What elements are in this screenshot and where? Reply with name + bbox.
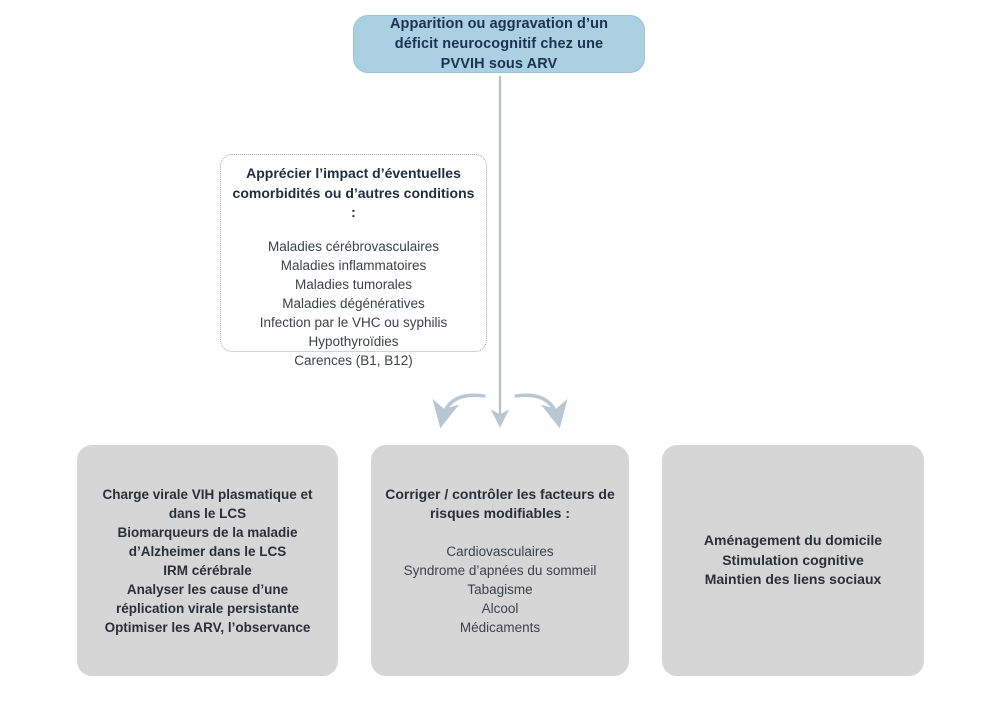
risk-factor-item: Médicaments (459, 619, 541, 635)
comorbidity-item: Maladies inflammatoires (280, 257, 427, 273)
workup-line: Optimiser les ARV, l’observance (104, 619, 311, 635)
workup-line: Analyser les cause d’une réplication vir… (115, 581, 300, 616)
comorbidity-item: Maladies cérébrovasculaires (267, 238, 440, 254)
comorbidity-item: Hypothyroïdies (308, 333, 399, 349)
psychosocial-line: Aménagement du domicile (703, 532, 883, 549)
workup-line: IRM cérébrale (163, 562, 252, 578)
node-virology-workup: Charge virale VIH plasmatique et dans le… (77, 445, 338, 676)
risk-factor-item: Tabagisme (467, 581, 533, 597)
node-psychosocial: Aménagement du domicile Stimulation cogn… (662, 445, 924, 676)
arrow-curve-left-icon (432, 393, 486, 429)
arrow-curve-right-icon (514, 393, 568, 429)
risk-factor-item: Syndrome d’apnées du sommeil (403, 562, 597, 578)
comorbidity-item: Carences (B1, B12) (294, 352, 413, 368)
top-node-text: Apparition ou aggravation d’un déficit n… (389, 16, 609, 72)
risk-factor-item: Alcool (481, 600, 519, 616)
comorbidities-header: Apprécier l’impact d’éventuelles comorbi… (232, 165, 475, 220)
workup-line: Charge virale VIH plasmatique et dans le… (102, 486, 313, 521)
comorbidities-node: Apprécier l’impact d’éventuelles comorbi… (220, 154, 487, 368)
risk-factor-item: Cardiovasculaires (446, 543, 554, 559)
psychosocial-line: Maintien des liens sociaux (704, 571, 882, 588)
psychosocial-line: Stimulation cognitive (722, 551, 864, 568)
comorbidity-item: Maladies dégénératives (282, 295, 425, 311)
comorbidity-item: Maladies tumorales (294, 276, 413, 292)
comorbidity-item: Infection par le VHC ou syphilis (259, 314, 448, 330)
node-risk-factors: Corriger / contrôler les facteurs de ris… (371, 445, 629, 676)
top-node: Apparition ou aggravation d’un déficit n… (353, 15, 645, 73)
risk-factors-header: Corriger / contrôler les facteurs de ris… (385, 485, 615, 522)
workup-line: Biomarqueurs de la maladie d’Alzheimer d… (117, 524, 298, 559)
